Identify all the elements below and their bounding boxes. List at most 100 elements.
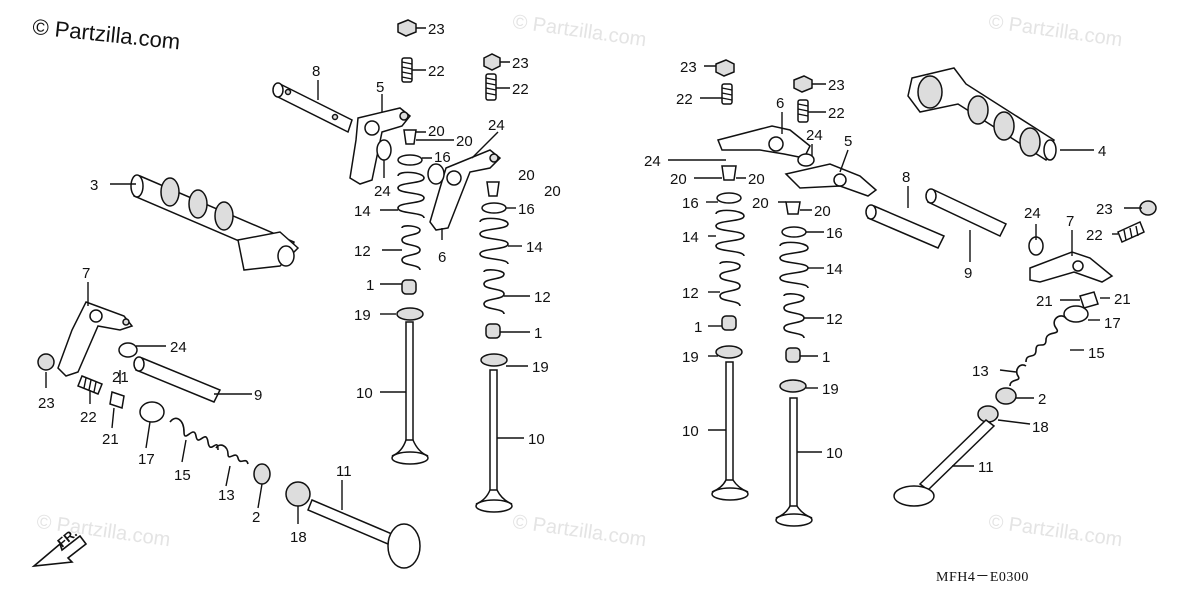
callout-label: 10	[826, 445, 843, 462]
stem-seal-18	[285, 481, 311, 507]
callout-label: 21	[112, 369, 129, 386]
callout-label: 24	[374, 183, 391, 200]
callout-label: 22	[828, 105, 845, 122]
callout-label: 20	[428, 123, 445, 140]
callout-label: 23	[512, 55, 529, 72]
stem-seal-1	[485, 323, 501, 339]
stem-seal-1	[785, 347, 801, 363]
cotter-21	[109, 391, 125, 409]
callout-label: 20	[752, 195, 769, 212]
camshaft-3	[130, 174, 300, 271]
inner-spring-12	[719, 261, 741, 307]
callout-label: 10	[682, 423, 699, 440]
adjusting-screw-22	[77, 375, 103, 395]
cotter-21	[1079, 291, 1099, 309]
callout-label: 21	[1036, 293, 1053, 310]
spring-retainer-16	[481, 202, 507, 214]
callout-label: 22	[676, 91, 693, 108]
rocker-arm-5	[349, 107, 412, 185]
outer-spring-14	[397, 171, 425, 219]
callout-label: 1	[694, 319, 702, 336]
rocker-arm-7	[1029, 251, 1114, 283]
lock-nut-23	[397, 19, 417, 37]
callout-label: 23	[680, 59, 697, 76]
callout-label: 24	[488, 117, 505, 134]
thrust-washer-24	[118, 342, 138, 358]
intake-valve-10	[775, 397, 813, 527]
callout-label: 23	[38, 395, 55, 412]
outer-spring-15	[169, 417, 219, 451]
rocker-arm-5	[784, 163, 878, 197]
callout-label: 10	[528, 431, 545, 448]
cotter-20	[486, 181, 500, 197]
lock-nut-23	[715, 59, 735, 77]
adjusting-screw-22	[401, 57, 413, 83]
spring-seat-19	[396, 307, 424, 321]
callout-label: 2	[1038, 391, 1046, 408]
callout-label: 7	[1066, 213, 1074, 230]
callout-label: 20	[518, 167, 535, 184]
outer-spring-14	[715, 209, 745, 257]
thrust-washer-24	[797, 153, 815, 167]
callout-label: 7	[82, 265, 90, 282]
callout-label: 2	[252, 509, 260, 526]
cotter-20	[721, 165, 737, 181]
part-labels: 23 22 23 22 8 5 20 20 24 16 20 20 24 3 1…	[38, 21, 1131, 546]
callout-label: 21	[102, 431, 119, 448]
callout-label: 1	[366, 277, 374, 294]
callout-label: 10	[356, 385, 373, 402]
callout-label: 16	[682, 195, 699, 212]
callout-label: 14	[826, 261, 843, 278]
callout-label: 15	[174, 467, 191, 484]
callout-label: 6	[776, 95, 784, 112]
adjusting-screw-22	[721, 83, 733, 105]
inner-spring-13	[215, 444, 249, 465]
callout-label: 24	[644, 153, 661, 170]
adjusting-screw-22	[1117, 220, 1145, 244]
callout-label: 11	[336, 463, 352, 480]
intake-valve-10	[475, 369, 513, 513]
callout-label: 18	[1032, 419, 1049, 436]
rocker-arm-6	[429, 149, 502, 231]
callout-label: 12	[682, 285, 699, 302]
front-arrow-icon	[31, 534, 88, 568]
callout-label: 24	[170, 339, 187, 356]
outer-spring-14	[479, 217, 509, 265]
callout-label: 12	[534, 289, 551, 306]
inner-spring-12	[401, 225, 421, 271]
thrust-washer-24	[427, 163, 445, 185]
callout-label: 20	[814, 203, 831, 220]
callout-label: 9	[964, 265, 972, 282]
callout-label: 16	[434, 149, 451, 166]
callout-label: 20	[670, 171, 687, 188]
callout-label: 1	[534, 325, 542, 342]
callout-label: 23	[828, 77, 845, 94]
rocker-shaft-8	[865, 204, 946, 249]
spring-seat-2	[995, 387, 1017, 405]
callout-label: 19	[532, 359, 549, 376]
callout-label: 5	[376, 79, 384, 96]
spring-seat-19	[480, 353, 508, 367]
spring-seat-2	[253, 463, 271, 485]
callout-label: 8	[902, 169, 910, 186]
stem-seal-18	[977, 405, 999, 423]
cotter-20	[403, 129, 417, 145]
callout-label: 5	[844, 133, 852, 150]
callout-label: 13	[972, 363, 989, 380]
callout-label: 23	[1096, 201, 1113, 218]
spring-retainer-16	[781, 226, 807, 238]
adjusting-screw-22	[797, 99, 809, 123]
lock-nut-23	[1139, 200, 1157, 216]
callout-label: 8	[312, 63, 320, 80]
outer-spring-15	[1025, 315, 1067, 363]
diagram-code: MFH4－E0300	[936, 570, 1029, 585]
callout-label: 12	[826, 311, 843, 328]
rocker-shaft-9	[133, 356, 222, 403]
callout-label: 16	[826, 225, 843, 242]
camshaft-4	[907, 67, 1057, 162]
thrust-washer-24	[376, 139, 392, 161]
intake-valve-10	[391, 321, 429, 465]
spring-seat-19	[715, 345, 743, 359]
